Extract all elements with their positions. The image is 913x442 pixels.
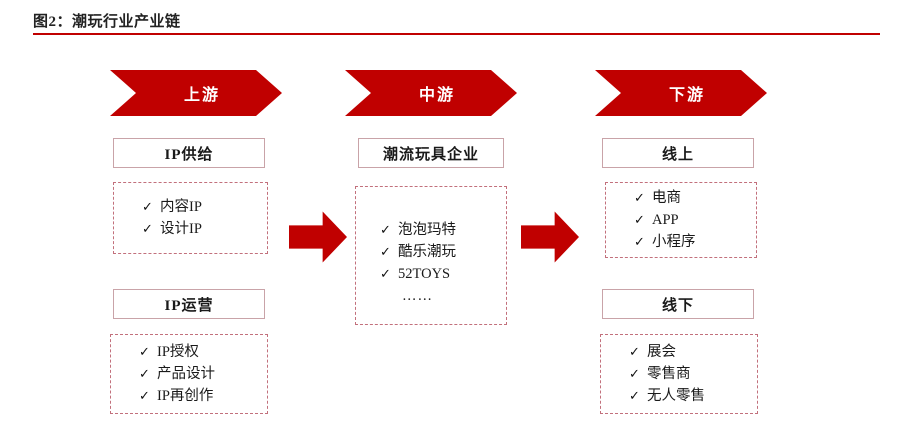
list-item-label: IP授权 bbox=[157, 343, 199, 360]
list-item-label: IP再创作 bbox=[157, 388, 214, 405]
list-item: ✓ 泡泡玛特 bbox=[380, 219, 506, 241]
group-title-toy-company: 潮流玩具企业 bbox=[358, 138, 504, 168]
list-item: ✓ 无人零售 bbox=[629, 385, 757, 407]
list-item-label: 52TOYS bbox=[398, 266, 451, 283]
check-icon: ✓ bbox=[629, 343, 640, 359]
stage-banner-midstream: 中游 bbox=[345, 70, 517, 116]
check-icon: ✓ bbox=[634, 234, 645, 250]
list-item: ✓ 产品设计 bbox=[139, 363, 267, 385]
list-item-label: 电商 bbox=[652, 189, 681, 206]
list-item-label: 设计IP bbox=[160, 221, 202, 237]
list-item-label: 泡泡玛特 bbox=[398, 222, 456, 238]
group-title-offline: 线下 bbox=[602, 289, 754, 319]
stage-banner-label: 下游 bbox=[668, 87, 705, 104]
group-title-ip-supply: IP供给 bbox=[113, 138, 265, 168]
right-block-arrow-icon bbox=[521, 211, 579, 263]
list-item-label: 展会 bbox=[647, 343, 676, 360]
list-item: ✓ IP再创作 bbox=[139, 385, 267, 407]
check-icon: ✓ bbox=[139, 388, 150, 404]
group-list-ip-operation: ✓ IP授权 ✓ 产品设计 ✓ IP再创作 bbox=[110, 334, 268, 414]
group-list-online: ✓ 电商 ✓ APP ✓ 小程序 bbox=[605, 182, 757, 258]
check-icon: ✓ bbox=[139, 365, 150, 381]
list-item: ✓ 电商 bbox=[634, 187, 756, 209]
list-item: ✓ IP授权 bbox=[139, 341, 267, 363]
group-title-ip-operation: IP运营 bbox=[113, 289, 265, 319]
stage-banner-label: 中游 bbox=[418, 87, 455, 104]
list-item: ✓ 展会 bbox=[629, 341, 757, 363]
stage-banner-label: 上游 bbox=[183, 87, 220, 104]
list-item-label: 产品设计 bbox=[157, 365, 215, 382]
check-icon: ✓ bbox=[139, 343, 150, 359]
list-ellipsis: …… bbox=[402, 288, 433, 305]
group-list-offline: ✓ 展会 ✓ 零售商 ✓ 无人零售 bbox=[600, 334, 758, 414]
stage-banner-upstream: 上游 bbox=[110, 70, 282, 116]
check-icon: ✓ bbox=[380, 222, 391, 237]
stage-banner-downstream: 下游 bbox=[595, 70, 767, 116]
list-item: ✓ 设计IP bbox=[142, 218, 267, 240]
list-item-label: 小程序 bbox=[652, 234, 696, 251]
check-icon: ✓ bbox=[629, 365, 640, 381]
list-item: ✓ 52TOYS bbox=[380, 263, 506, 285]
group-title-online: 线上 bbox=[602, 138, 754, 168]
list-item-label: 内容IP bbox=[160, 198, 202, 215]
group-list-toy-company: ✓ 泡泡玛特 ✓ 酷乐潮玩 ✓ 52TOYS …… bbox=[355, 186, 507, 325]
list-item: ✓ APP bbox=[634, 209, 756, 231]
list-item-label: 酷乐潮玩 bbox=[398, 244, 456, 261]
check-icon: ✓ bbox=[634, 189, 645, 205]
list-item: ✓ 小程序 bbox=[634, 231, 756, 253]
group-list-ip-supply: ✓ 内容IP ✓ 设计IP bbox=[113, 182, 268, 254]
title-divider bbox=[33, 33, 880, 35]
check-icon: ✓ bbox=[629, 388, 640, 404]
right-block-arrow-icon bbox=[289, 211, 347, 263]
list-item: ✓ 零售商 bbox=[629, 363, 757, 385]
check-icon: ✓ bbox=[142, 198, 153, 214]
list-item-label: 零售商 bbox=[647, 365, 691, 382]
list-item-label: 无人零售 bbox=[647, 388, 705, 405]
page-title: 图2：潮玩行业产业链 bbox=[33, 14, 181, 30]
check-icon: ✓ bbox=[634, 211, 645, 227]
check-icon: ✓ bbox=[380, 244, 391, 260]
list-item: ✓ 内容IP bbox=[142, 196, 267, 218]
check-icon: ✓ bbox=[380, 266, 391, 282]
list-item-label: APP bbox=[652, 211, 679, 228]
list-item: ✓ 酷乐潮玩 bbox=[380, 241, 506, 263]
check-icon: ✓ bbox=[142, 221, 153, 236]
